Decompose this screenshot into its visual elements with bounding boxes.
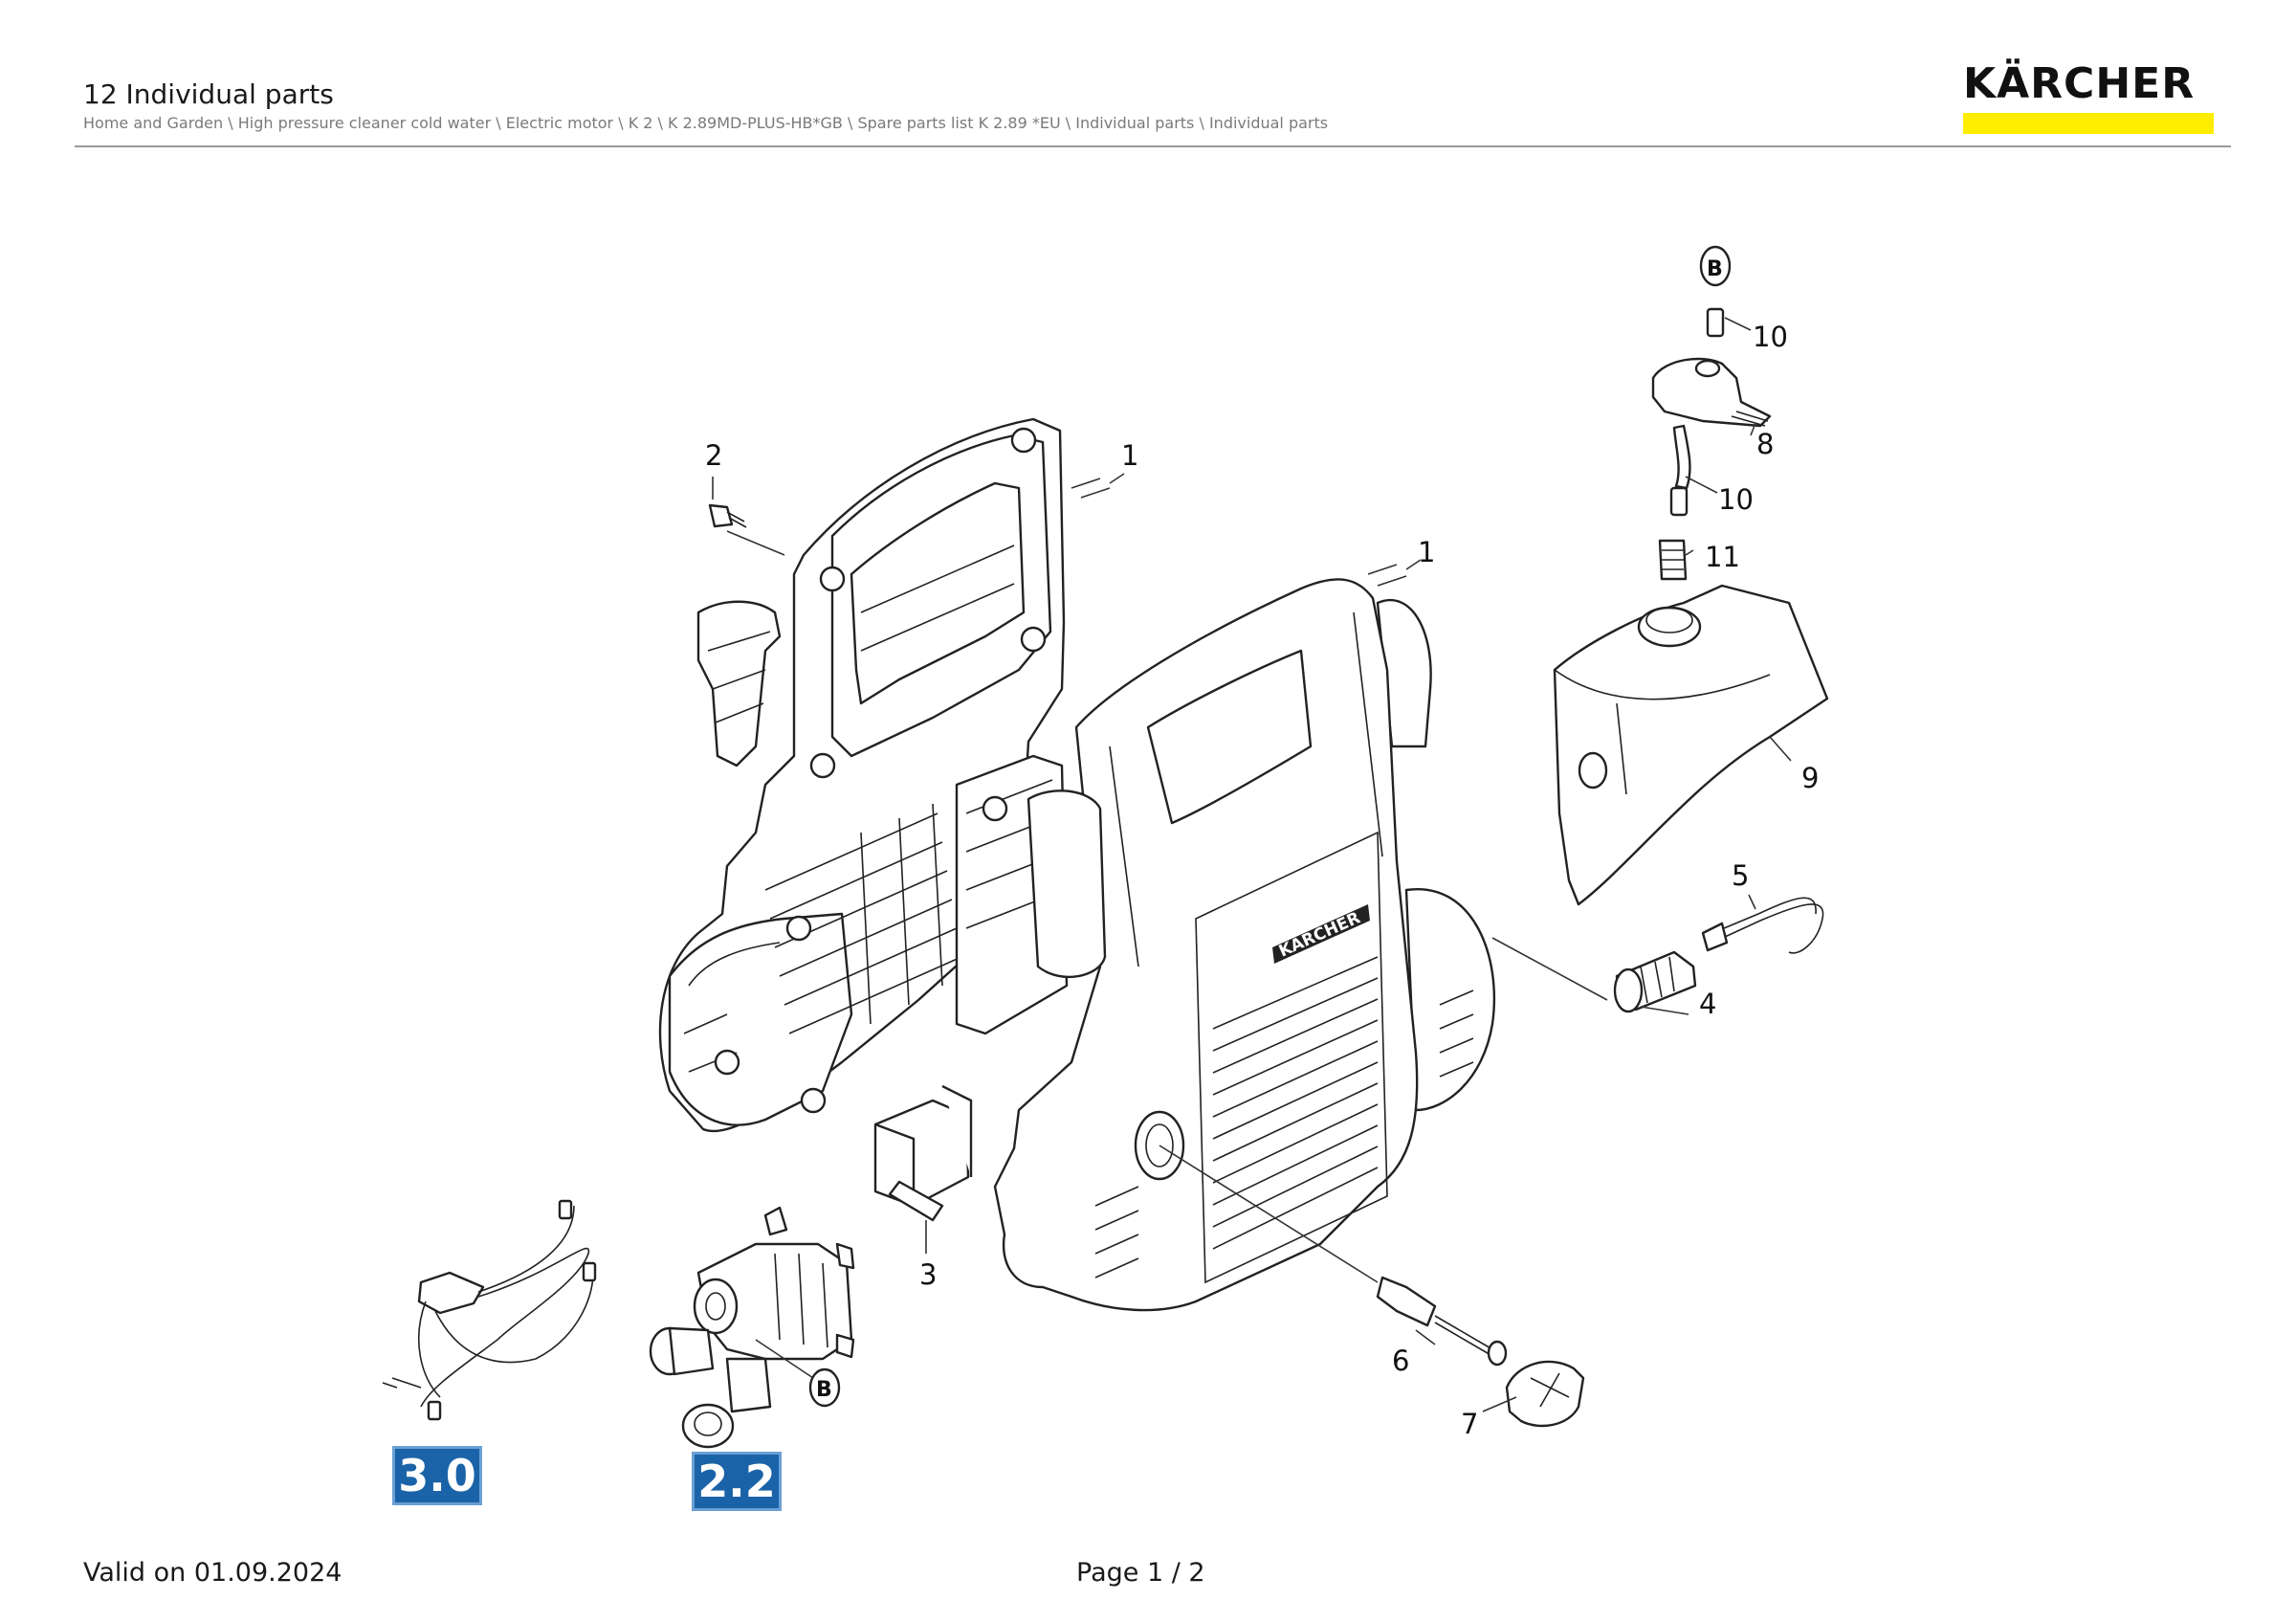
callout-4: 4 <box>1699 988 1716 1020</box>
callout-9: 9 <box>1801 762 1819 794</box>
header-divider <box>75 145 2231 147</box>
validity-date: Valid on 01.09.2024 <box>83 1558 342 1588</box>
callout-11: 11 <box>1705 541 1740 573</box>
callout-8: 8 <box>1756 428 1774 460</box>
part-8-10-11-cap-tube-filter: B <box>1651 245 1772 581</box>
pump-assembly-2-2: B <box>649 1206 855 1449</box>
part-6-hose-nipple <box>1159 1145 1508 1367</box>
part-9-detergent-tank <box>1553 584 1829 906</box>
callout-leaders <box>1071 473 1422 587</box>
callout-2: 2 <box>705 439 722 472</box>
part-3-switch <box>873 1084 973 1254</box>
assembly-badge-2-2[interactable]: 2.2 <box>692 1452 782 1511</box>
part-7-knob <box>1482 1360 1585 1428</box>
part-4-5-cord-grommet <box>1491 894 1824 1015</box>
breadcrumb: Home and Garden \ High pressure cleaner … <box>83 114 1329 132</box>
part-2-screw <box>708 477 785 556</box>
callout-numbers: 1 1 2 3 4 5 6 7 8 9 10 10 11 <box>705 321 1819 1440</box>
assembly-badge-3-0[interactable]: 3.0 <box>392 1446 482 1505</box>
rear-housing-shell <box>658 417 1069 1133</box>
callout-10-tube: 10 <box>1718 483 1754 516</box>
callout-1-rear: 1 <box>1121 439 1138 472</box>
front-housing: KÄRCHER <box>993 578 1496 1312</box>
callout-1-front: 1 <box>1418 536 1435 568</box>
callout-6: 6 <box>1392 1345 1409 1377</box>
logo-wordmark: KÄRCHER <box>1963 59 2196 108</box>
callout-7: 7 <box>1461 1408 1478 1440</box>
wiring-harness-3-0 <box>382 1199 597 1421</box>
logo-yellow-bar <box>1963 113 2214 134</box>
page-number: Page 1 / 2 <box>1076 1558 1205 1588</box>
callout-10-top: 10 <box>1753 321 1788 353</box>
karcher-logo: KÄRCHER <box>1963 61 2214 134</box>
page-title: 12 Individual parts <box>83 78 334 110</box>
callout-5: 5 <box>1732 859 1749 892</box>
callout-3: 3 <box>919 1258 937 1291</box>
b-marker-top: B <box>1707 257 1723 281</box>
b-marker-pump: B <box>816 1378 832 1402</box>
